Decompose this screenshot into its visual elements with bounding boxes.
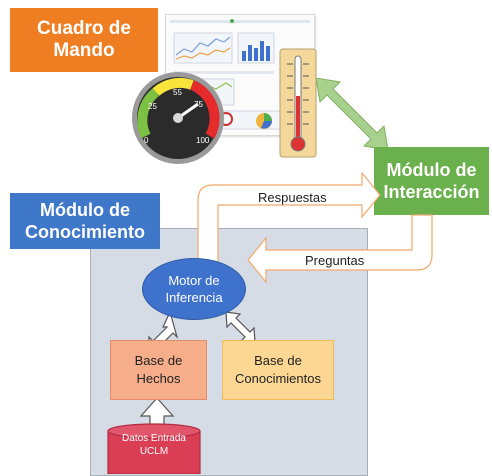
motor-inferencia-node: Motor de Inferencia — [142, 258, 246, 320]
cuadro-de-mando-box: Cuadro de Mando — [10, 8, 158, 72]
gauge-tick: 0 — [144, 136, 149, 145]
motor-conocimientos-arrow — [225, 311, 256, 343]
base-conocimientos-box: Base de Conocimientos — [222, 340, 334, 400]
gauge-tick: 55 — [173, 88, 182, 97]
gauge-tick: 25 — [148, 102, 157, 111]
motor-inferencia-label: Motor de Inferencia — [165, 273, 223, 305]
respuestas-label: Respuestas — [258, 190, 327, 205]
base-hechos-box: Base de Hechos — [110, 340, 207, 400]
gauge-tick: 75 — [194, 100, 203, 109]
modulo-conocimiento-box: Módulo de Conocimiento — [10, 193, 160, 249]
cuadro-de-mando-label: Cuadro de Mando — [37, 18, 131, 61]
gauge-tick: 100 — [196, 136, 210, 145]
respuestas-arrow — [197, 171, 381, 263]
speedometer-icon: 0 25 55 75 100 — [132, 72, 224, 164]
double-arrow-icon — [316, 78, 389, 150]
base-hechos-label: Base de Hechos — [134, 353, 183, 386]
thermometer-icon — [279, 48, 317, 158]
modulo-conocimiento-label: Módulo de Conocimiento — [25, 200, 145, 242]
preguntas-arrow — [247, 214, 433, 284]
datos-entrada-label: Datos Entrada UCLM — [122, 433, 186, 457]
preguntas-label: Preguntas — [305, 253, 365, 268]
base-conocimientos-label: Base de Conocimientos — [235, 353, 321, 386]
datos-entrada-cylinder — [107, 423, 201, 474]
modulo-interaccion-label: Módulo de Interacción — [383, 160, 480, 202]
modulo-interaccion-box: Módulo de Interacción — [374, 147, 489, 215]
